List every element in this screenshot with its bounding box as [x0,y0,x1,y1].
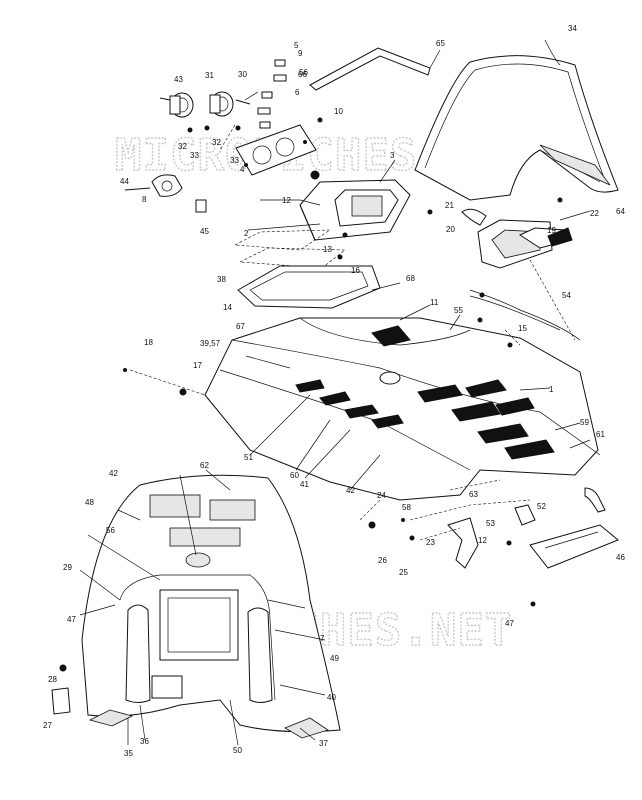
callout-label: 17 [193,361,202,370]
bracket-46 [529,524,619,569]
callout-label: 40 [327,693,336,702]
dashed-leaders [129,124,576,541]
callout-label: 34 [568,24,577,33]
callout-label: 58 [402,503,411,512]
tray [237,265,381,309]
callout-label: 27 [43,721,52,730]
bracket-27 [51,687,71,715]
callout-label: 19 [547,226,556,235]
callout-label: 33 [190,151,199,160]
callout-label: 36 [140,737,149,746]
callout-label: 56 [299,68,308,77]
callout-label: 46 [616,553,625,562]
leader-lines [79,39,591,746]
callout-label: 28 [48,675,57,684]
callout-label: 67 [236,322,245,331]
callout-label: 12 [282,196,291,205]
callout-labels: 1 2 3 4 5 6 8 9 10 11 12 12 13 14 15 16 … [43,24,625,758]
headlight [461,208,573,269]
callout-label: 64 [616,207,625,216]
callout-label: 43 [174,75,183,84]
callout-label: 10 [334,107,343,116]
callout-label: 35 [124,749,133,758]
callout-label: 49 [330,654,339,663]
callout-label: 42 [346,486,355,495]
callout-label: 23 [426,538,435,547]
callout-label: 30 [238,70,247,79]
callout-label: 56 [106,526,115,535]
callout-label: 47 [505,619,514,628]
callout-label: 2 [244,229,249,238]
callout-label: 24 [377,491,386,500]
callout-label: 25 [399,568,408,577]
gauges [159,91,251,118]
callout-label: 3 [390,151,395,160]
callout-label: 39,57 [200,339,221,348]
console [299,179,411,241]
callout-label: 44 [120,177,129,186]
callout-label: 32 [178,142,187,151]
side-panel [81,474,341,739]
callout-label: 65 [436,39,445,48]
callout-label: 55 [454,306,463,315]
callout-label: 59 [580,418,589,427]
callout-label: 29 [63,563,72,572]
callout-label: 11 [430,298,439,307]
callout-label: 7 [320,634,325,643]
dash-panel [235,124,317,176]
callout-label: 16 [351,266,360,275]
callout-label: 21 [445,201,454,210]
wire-harness [469,289,581,341]
fasteners [59,117,563,672]
callout-label: 48 [85,498,94,507]
callout-label: 31 [205,71,214,80]
callout-label: 32 [212,138,221,147]
callout-label: 66 [298,70,307,79]
callout-label: 54 [562,291,571,300]
callout-label: 53 [486,519,495,528]
windshield [414,55,619,201]
callout-label: 33 [230,156,239,165]
callout-label: 62 [200,461,209,470]
callout-label: 13 [323,245,332,254]
callout-label: 68 [406,274,415,283]
callout-label: 37 [319,739,328,748]
callout-label: 15 [518,324,527,333]
switch-stack [257,59,287,129]
latch-hook [584,487,606,513]
callout-label: 50 [233,746,242,755]
callout-label: 22 [590,209,599,218]
trim-strip [309,47,431,91]
ignition-switch [124,174,207,213]
callout-label: 12 [478,536,487,545]
callout-label: 42 [109,469,118,478]
callout-label: 18 [144,338,153,347]
callout-label: 6 [295,88,300,97]
callout-label: 52 [537,502,546,511]
callout-label: 41 [300,480,309,489]
callout-label: 4 [240,165,245,174]
callout-label: 1 [549,385,554,394]
callout-label: 38 [217,275,226,284]
callout-label: 51 [244,453,253,462]
callout-label: 8 [142,195,147,204]
callout-label: 14 [223,303,232,312]
callout-label: 45 [200,227,209,236]
callout-label: 63 [469,490,478,499]
callout-label: 9 [298,49,303,58]
callout-label: 20 [446,225,455,234]
callout-label: 61 [596,430,605,439]
bracket-23 [447,517,479,569]
plate-38 [238,247,346,269]
bracket-52 [514,504,536,526]
hood [204,317,601,501]
callout-label: 5 [294,41,299,50]
callout-label: 47 [67,615,76,624]
callout-label: 26 [378,556,387,565]
callout-label: 60 [290,471,299,480]
